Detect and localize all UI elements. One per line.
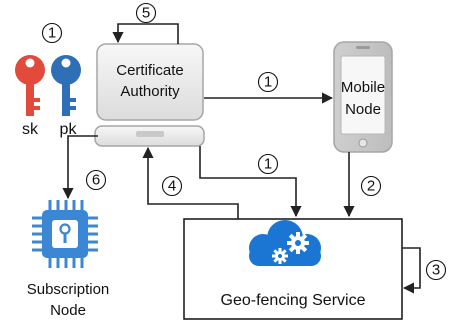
- subscription-label-line2: Node: [50, 302, 86, 319]
- step-number: 1: [264, 156, 272, 173]
- laptop-trackpad: [136, 131, 164, 137]
- step-number: 1: [264, 74, 272, 91]
- subscription-node: Subscription Node: [27, 200, 110, 319]
- step-marker-4: 4: [161, 175, 183, 197]
- step-marker-2: 2: [360, 175, 382, 197]
- step-marker-1-geofencing: 1: [257, 153, 279, 175]
- certificate-authority-node: Certificate Authority: [94, 43, 205, 147]
- geofencing-label: Geo-fencing Service: [221, 292, 366, 309]
- mobile-label-line2: Node: [345, 101, 381, 118]
- step-number: 2: [367, 178, 375, 195]
- step-marker-keys: 1: [41, 22, 63, 44]
- edge-ca-to-geofencing: [199, 146, 302, 218]
- step-marker-3: 3: [425, 259, 447, 281]
- geofencing-service-node: Geo-fencing Service: [183, 218, 403, 320]
- ca-label-line2: Authority: [120, 83, 180, 100]
- cloud-gears-icon: [249, 220, 321, 266]
- chip-icon: [32, 200, 98, 268]
- step-marker-5: 5: [135, 2, 157, 24]
- mobile-node: Mobile Node: [333, 41, 393, 153]
- phone-home-button: [358, 138, 368, 148]
- laptop-screen: [96, 43, 204, 121]
- phone-speaker: [356, 46, 370, 49]
- step-number: 5: [142, 5, 150, 22]
- step-marker-1-mobile: 1: [257, 71, 279, 93]
- step-marker-6: 6: [85, 169, 107, 191]
- public-key-label: pk: [60, 121, 78, 138]
- secret-key-icon: [15, 55, 45, 116]
- step-number: 4: [168, 178, 176, 195]
- edge-ca-self-loop: [112, 23, 179, 44]
- subscription-label-line1: Subscription: [27, 281, 110, 298]
- phone-screen: [340, 55, 386, 135]
- edge-ca-to-subscription: [62, 135, 98, 200]
- edge-geofencing-to-ca: [142, 146, 239, 219]
- secret-key-label: sk: [22, 121, 39, 138]
- ca-label-line1: Certificate: [116, 62, 184, 79]
- public-key-icon: [51, 55, 81, 116]
- edge-geofencing-self-loop: [402, 247, 421, 294]
- step-number: 1: [48, 25, 56, 42]
- mobile-label-line1: Mobile: [341, 79, 385, 96]
- step-number: 3: [432, 262, 440, 279]
- step-number: 6: [92, 172, 100, 189]
